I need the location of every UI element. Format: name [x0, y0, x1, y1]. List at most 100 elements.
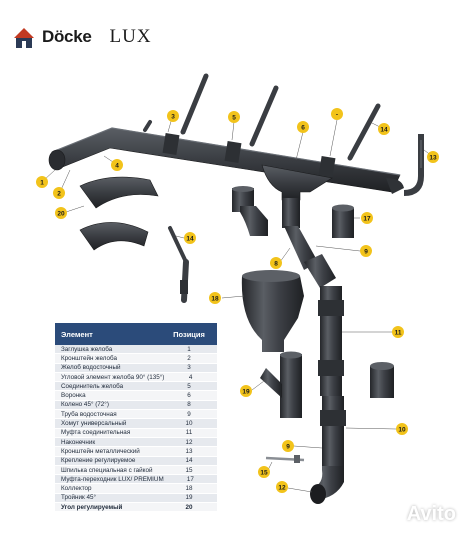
row-element-name: Колено 45° (72°): [61, 401, 109, 409]
callout-7: -: [329, 108, 343, 157]
table-row: Коллектор 18: [55, 484, 217, 494]
callout-11-label: 11: [395, 330, 402, 337]
row-position: 9: [187, 410, 191, 418]
table-row: Угловой элемент желоба 90° (135°) 4: [55, 372, 217, 383]
callout-9-bottom-label: 9: [286, 444, 290, 451]
elbow-detail: [232, 186, 268, 236]
callout-10: 10: [345, 423, 408, 435]
callout-19: 19: [240, 377, 269, 397]
row-position: 18: [185, 485, 193, 493]
collector: [241, 270, 304, 352]
row-element-name: Коллектор: [61, 485, 92, 493]
callout-9-top-label: 9: [364, 249, 368, 256]
callout-17-label: 17: [363, 216, 371, 223]
row-position: 11: [185, 429, 193, 437]
callout-19-label: 19: [242, 389, 250, 396]
row-position: 14: [185, 457, 193, 465]
callouts: 1 2 3 4 5 6 - 14 13 20 17 14 8 9 18 11 1…: [36, 108, 439, 493]
row-element-name: Хомут универсальный: [61, 420, 127, 428]
downpipe: [284, 226, 346, 504]
header-element: Элемент: [61, 329, 93, 339]
metal-bracket: [404, 134, 424, 196]
table-row: Соединитель желоба 5: [55, 382, 217, 392]
table-row: Хомут универсальный 10: [55, 419, 217, 429]
row-position: 20: [185, 503, 193, 511]
brand-line: LUX: [109, 26, 152, 47]
callout-8: 8: [270, 247, 291, 269]
row-position: 3: [187, 364, 191, 372]
stud-with-nut: [265, 455, 305, 463]
table-row: Труба водосточная 9: [55, 410, 217, 420]
callout-13: 13: [423, 149, 439, 163]
callout-3-label: 3: [171, 114, 175, 121]
row-element-name: Тройник 45°: [61, 494, 97, 502]
row-position: 4: [188, 373, 193, 381]
row-element-name: Угловой элемент желоба 90° (135°): [61, 373, 165, 381]
row-position: 6: [187, 392, 191, 400]
callout-18: 18: [209, 292, 245, 304]
row-position: 19: [185, 494, 193, 502]
brand-logo-icon: [14, 28, 34, 48]
row-element-name: Крепление регулируемое: [61, 457, 136, 465]
callout-9-top: 9: [315, 245, 372, 257]
row-element-name: Кронштейн металлический: [61, 447, 140, 455]
callout-12: 12: [276, 481, 313, 493]
table-row: Колено 45° (72°) 8: [55, 400, 217, 411]
brand-header: Döcke LUX: [12, 26, 152, 48]
adjustable-fixture: [168, 226, 189, 303]
row-element-name: Соединитель желоба: [61, 382, 124, 390]
tee-45: [260, 351, 302, 418]
callout-13-label: 13: [429, 155, 437, 162]
callout-5-label: 5: [232, 115, 236, 122]
callout-1: 1: [36, 169, 56, 188]
watermark-text: Avito: [406, 503, 456, 525]
header-position: Позиция: [173, 329, 205, 339]
row-element-name: Труба водосточная: [61, 410, 117, 418]
avito-logo-icon: [380, 504, 403, 526]
row-element-name: Заглушка желоба: [61, 345, 113, 353]
row-element-name: Воронка: [61, 392, 86, 400]
callout-9-bottom: 9: [282, 440, 323, 452]
callout-17: 17: [354, 212, 373, 224]
table-row: Угол регулируемый 20: [55, 503, 217, 513]
callout-8-label: 8: [274, 261, 278, 268]
callout-11: 11: [342, 326, 404, 338]
row-element-name: Угол регулируемый: [61, 503, 123, 511]
brand-name: Döcke: [42, 27, 92, 46]
callout-5: 5: [228, 111, 240, 141]
callout-4-label: 4: [115, 163, 119, 170]
callout-2-label: 2: [57, 191, 61, 198]
row-element-name: Муфта-переходник LUX/ PREMIUM: [61, 475, 164, 483]
funnel: [261, 164, 333, 228]
callout-15: 15: [258, 461, 273, 478]
watermark: Avito: [380, 503, 456, 526]
callout-10-label: 10: [398, 427, 406, 434]
callout-18-label: 18: [211, 296, 219, 303]
callout-14-top: 14: [369, 121, 390, 135]
row-position: 10: [185, 420, 193, 428]
row-element-name: Шпилька специальная с гайкой: [61, 466, 153, 474]
callout-1-label: 1: [40, 180, 44, 187]
row-position: 5: [187, 382, 191, 390]
row-element-name: Желоб водосточный: [61, 364, 121, 372]
row-position: 12: [185, 438, 193, 446]
callout-15-label: 15: [260, 470, 268, 477]
coupling-adapter: [332, 204, 354, 238]
gutter-brackets: [143, 73, 381, 161]
table-row: Воронка 6: [55, 391, 217, 401]
callout-3: 3: [167, 110, 179, 133]
callout-20: 20: [55, 205, 85, 219]
callout-14-top-label: 14: [380, 127, 388, 134]
row-position: 8: [187, 401, 191, 409]
callout-14-mid: 14: [175, 232, 196, 244]
standalone-coupling: [370, 362, 394, 398]
callout-6-label: 6: [301, 125, 305, 132]
row-position: 2: [187, 354, 191, 362]
row-position: 17: [186, 475, 194, 483]
